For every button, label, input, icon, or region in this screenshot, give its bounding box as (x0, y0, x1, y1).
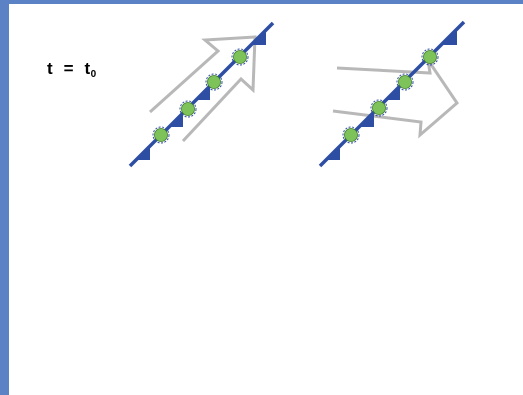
right-particle (343, 127, 359, 143)
right-particle (371, 100, 387, 116)
right-particle (397, 74, 413, 90)
left-interface-line (130, 23, 273, 166)
left-particle (180, 101, 196, 117)
right-particle (422, 49, 438, 65)
left-particle (206, 74, 222, 90)
left-panel (130, 23, 273, 166)
right-panel (320, 22, 464, 166)
left-particle (153, 127, 169, 143)
right-interface-line (320, 22, 464, 166)
left-particle (232, 49, 248, 65)
